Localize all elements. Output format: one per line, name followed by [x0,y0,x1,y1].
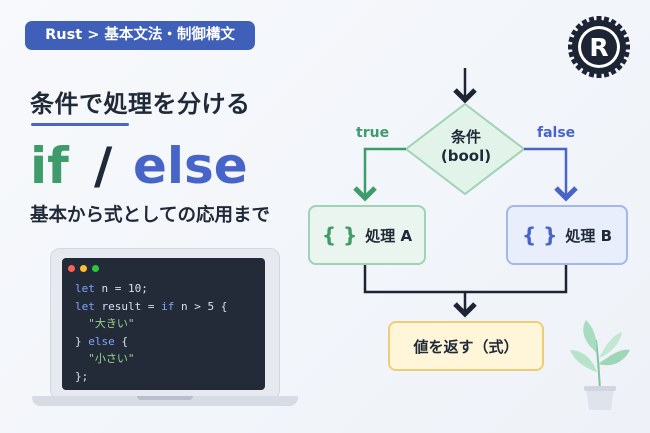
gear-tooth [608,18,617,29]
gear-tooth [568,36,578,44]
code-line: } else { [75,333,227,351]
code-keyword: let [75,282,95,295]
code-string: "小さい" [75,352,135,365]
code-keyword: else [88,334,115,348]
condition-label: 条件 [450,128,481,146]
gear-tooth [581,65,590,76]
code-text: }; [75,369,89,383]
gear-tooth [602,16,610,26]
condition-node: 条件 (bool) [406,128,526,166]
code-string: "大きい" [75,317,135,330]
code-line: }; [75,368,227,386]
true-arrow [353,147,406,202]
code-text: } [75,334,89,348]
gear-tooth [596,70,602,78]
code-line: let result = if n > 5 { [75,298,227,316]
title-underline [31,123,129,126]
gear-tooth [622,44,630,50]
false-label: false [537,125,576,141]
keyword-if: if [30,137,69,195]
branch-b-label: 処理 B [565,226,613,245]
gear-tooth [602,68,610,78]
gear-tooth [575,23,585,33]
gear-tooth [568,50,578,58]
keyword-else: else [133,137,248,195]
laptop-base [32,396,298,406]
braces-icon: { } [321,223,358,247]
code-text: n = 10; [94,282,148,295]
code-line: "小さい" [75,350,227,368]
gear-tooth [613,61,623,71]
braces-icon: { } [521,223,558,247]
gear-tooth [620,50,630,58]
svg-text:R: R [589,33,608,62]
branch-a-box: { } 処理 A [308,205,426,265]
gear-tooth [568,44,576,50]
code-keyword: if [161,299,175,313]
condition-diamond [404,102,526,196]
gear-tooth [596,16,602,24]
gear-tooth [617,29,628,38]
gear-tooth [613,23,623,33]
code-screen [62,258,265,390]
gear-tooth [581,18,590,29]
gear-tooth [588,16,596,26]
window-close-dot [68,265,75,272]
merge-line-a [363,263,465,294]
breadcrumb[interactable]: Rust > 基本文法・制御構文 [25,21,255,50]
false-arrow [524,147,578,202]
keyword-slash: / [94,137,113,195]
true-label: true [356,125,390,141]
code-keyword: let [75,299,95,313]
gear-tooth [608,65,617,76]
tagline: 基本から式としての応用まで [30,205,270,226]
code-text: n > 5 { [174,299,228,313]
merge-line-b [465,263,568,294]
potted-plant-icon [570,320,630,410]
page-subtitle: 条件で処理を分ける [30,90,251,118]
gear-tooth [570,56,581,65]
result-box: 値を返す（式） [388,321,544,371]
code-line: "大きい" [75,315,227,333]
window-maximize-dot [92,265,99,272]
gear-tooth [570,29,581,38]
code-text: { [114,334,128,348]
rust-logo-icon: R [568,16,630,78]
gear-tooth [620,36,630,44]
gear-tooth [617,56,628,65]
code-block: let n = 10;let result = if n > 5 { "大きい"… [75,280,227,385]
gear-tooth [588,68,596,78]
window-minimize-dot [80,265,87,272]
gear-tooth [575,61,585,71]
laptop-notch [137,396,193,400]
code-line: let n = 10; [75,280,227,298]
branch-a-label: 処理 A [365,226,413,245]
condition-type: (bool) [440,147,492,165]
result-label: 値を返す（式） [413,337,519,356]
code-text: result = [94,299,162,313]
branch-b-box: { } 処理 B [506,205,628,265]
